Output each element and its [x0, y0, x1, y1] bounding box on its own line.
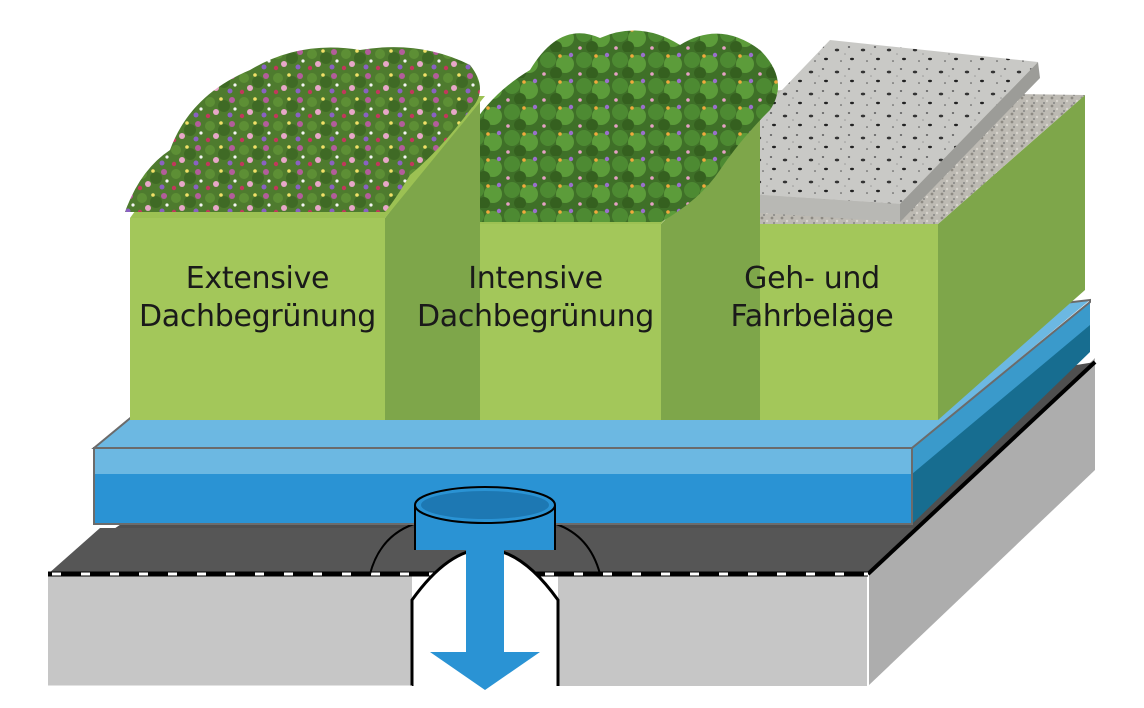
concrete-front-right — [558, 574, 868, 686]
label-paving: Geh- und Fahrbeläge — [686, 260, 938, 336]
paving-side-face — [938, 95, 1085, 420]
concrete-base — [48, 358, 1095, 686]
drain-collar-right — [555, 523, 601, 575]
water-front-light — [94, 448, 912, 474]
label-intensive-line1: Intensive — [468, 261, 603, 296]
label-paving-line2: Fahrbeläge — [730, 299, 894, 334]
box-extensive — [125, 47, 485, 420]
label-extensive-line1: Extensive — [185, 261, 330, 296]
concrete-front-left — [48, 574, 412, 686]
label-extensive: Extensive Dachbegrünung — [130, 260, 385, 336]
concrete-slab-side — [900, 62, 1040, 222]
intensive-planting — [410, 30, 778, 222]
extensive-side-face — [385, 96, 480, 420]
extensive-front-face — [130, 218, 385, 420]
drain-collar-left — [369, 523, 415, 575]
label-intensive: Intensive Dachbegrünung — [410, 260, 661, 336]
down-arrow-icon — [430, 540, 540, 690]
drain-pipe — [414, 486, 556, 690]
extensive-planting — [125, 47, 480, 213]
label-intensive-line2: Dachbegrünung — [416, 299, 655, 334]
label-extensive-line2: Dachbegrünung — [138, 299, 377, 334]
concrete-side-face — [868, 358, 1095, 686]
intensive-side-face — [661, 120, 760, 420]
label-paving-line1: Geh- und — [744, 261, 880, 296]
concrete-slab-top — [686, 40, 1038, 204]
